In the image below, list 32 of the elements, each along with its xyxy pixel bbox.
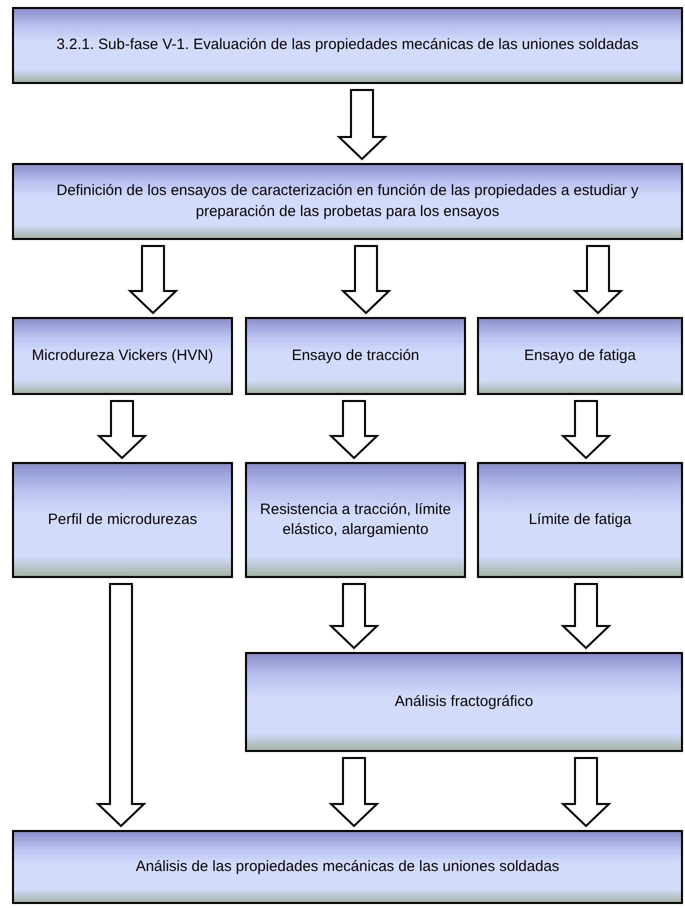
block-arrow <box>96 583 146 828</box>
block-arrow <box>560 757 612 828</box>
box-text: Definición de los ensayos de caracterización en función de las propiedades a estudiar y preparación de las probetas para los ensayos <box>55 181 640 222</box>
box-text: Análisis de las propiedades mecánicas de las uniones soldadas <box>136 856 560 877</box>
process-box <box>245 462 466 578</box>
process-box <box>477 317 683 395</box>
process-box <box>12 830 683 904</box>
box-text: Perfil de microdurezas <box>48 510 198 530</box>
process-box <box>477 462 683 578</box>
process-box <box>245 317 466 395</box>
box-text: Análisis fractográfico <box>394 692 534 712</box>
box-text: 3.2.1. Sub-fase V-1. Evaluación de las propiedades mecánicas de las uniones soldadas <box>56 35 639 56</box>
box-text: Resistencia a tracción, límite elástico, alargamiento <box>259 500 452 540</box>
block-arrow <box>336 89 388 160</box>
box-text: Microdureza Vickers (HVN) <box>32 346 214 366</box>
process-box <box>12 462 233 578</box>
process-box <box>12 163 683 240</box>
block-arrow <box>340 245 392 314</box>
block-arrow <box>328 400 380 460</box>
process-box <box>12 7 683 84</box>
block-arrow <box>96 400 148 460</box>
box-text: Ensayo de fatiga <box>524 346 636 366</box>
block-arrow <box>128 245 178 314</box>
process-box <box>12 317 233 395</box>
block-arrow <box>328 757 380 828</box>
block-arrow <box>572 245 624 314</box>
box-text: Ensayo de tracción <box>292 346 420 366</box>
block-arrow <box>560 400 612 460</box>
block-arrow <box>560 583 612 650</box>
block-arrow <box>328 583 380 650</box>
process-box <box>245 652 683 752</box>
box-text: Límite de fatiga <box>528 510 632 530</box>
